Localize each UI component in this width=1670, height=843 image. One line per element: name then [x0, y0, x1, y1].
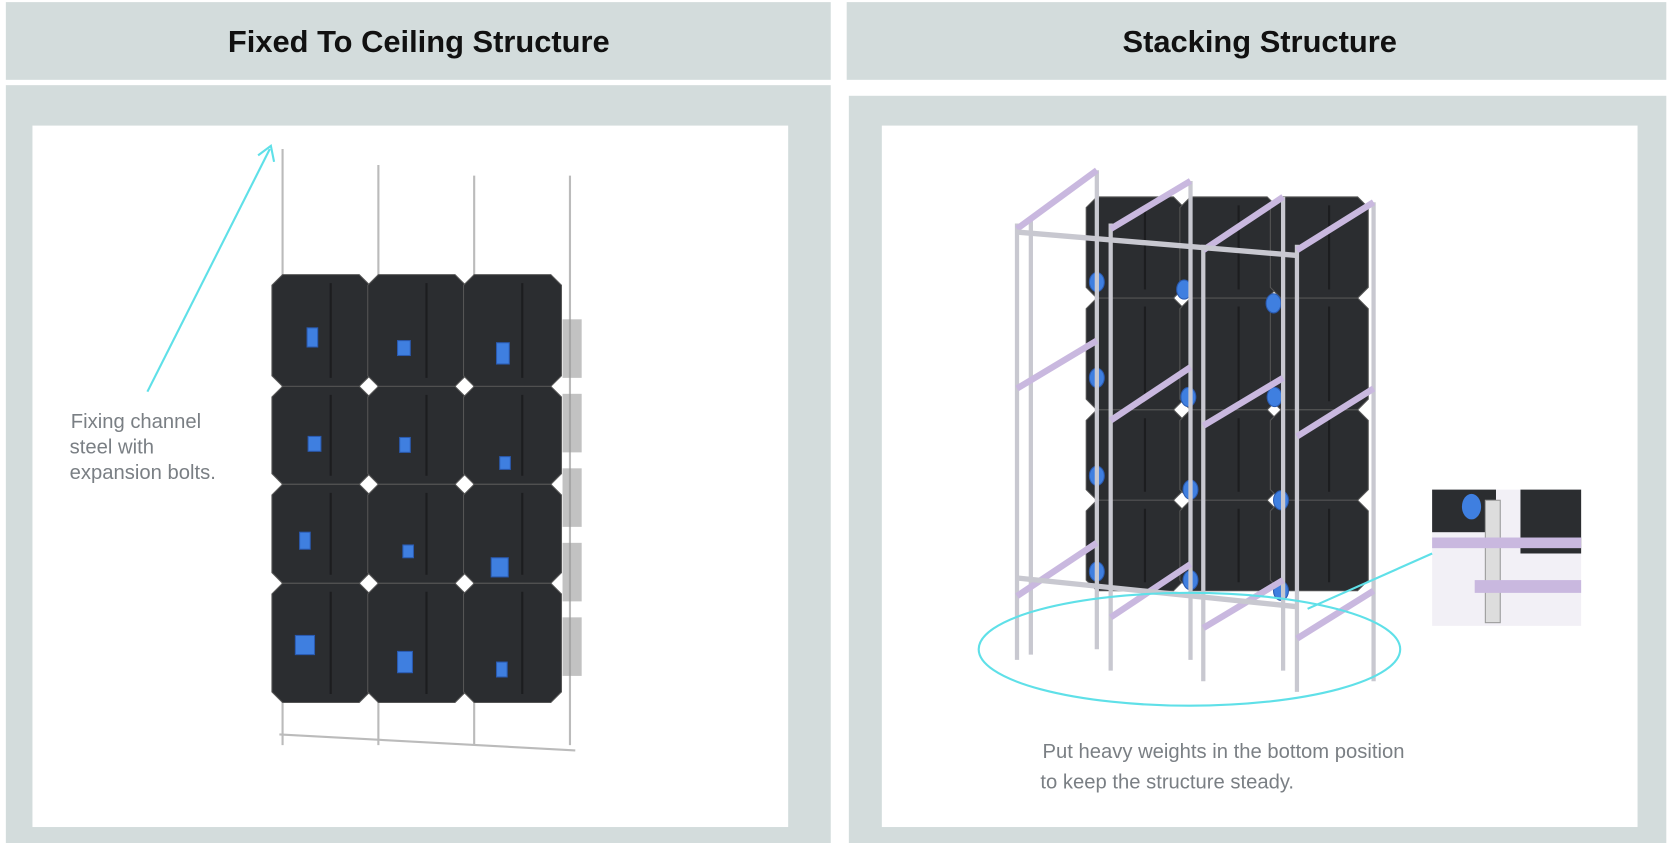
top-beam [1016, 229, 1298, 259]
led-cabinet [367, 483, 467, 584]
bolt-highlight [299, 531, 311, 550]
led-cabinet [367, 582, 467, 704]
led-cabinet [271, 385, 371, 485]
rear-bracket [562, 542, 582, 602]
bolt-highlight [495, 342, 510, 365]
ceiling-illustration [146, 143, 582, 752]
bolt-highlight [490, 557, 509, 578]
frame-crossbar [1201, 577, 1285, 631]
led-cabinet [462, 274, 562, 387]
led-cabinet [462, 483, 562, 584]
inset-bar [1432, 537, 1582, 549]
detail-inset [1432, 489, 1582, 626]
bolt-highlight [402, 544, 415, 559]
led-cabinet [1085, 409, 1185, 501]
bolt-highlight [499, 456, 511, 470]
bolt-highlight [307, 435, 322, 452]
led-cabinet [367, 274, 467, 387]
frame-crossbar [1201, 375, 1285, 429]
panel-header [5, 2, 831, 80]
panel-header [846, 2, 1667, 80]
frame-crossbar [1295, 588, 1376, 642]
frame-crossbar [1295, 385, 1376, 440]
frame-crossbar [1201, 194, 1285, 253]
led-cabinet [271, 274, 371, 387]
led-cabinet [1085, 297, 1185, 411]
rear-bracket [562, 319, 582, 378]
inset-bar [1474, 580, 1582, 593]
bolt-highlight [397, 340, 411, 357]
annotation-arrow [146, 148, 271, 393]
frame-crossbar [1295, 199, 1376, 253]
weight-highlight [1272, 490, 1289, 511]
bolt-highlight [495, 661, 508, 678]
led-cabinet [367, 385, 467, 485]
bottom-bar [279, 733, 576, 752]
caption: Fixing channel steel with expansion bolt… [70, 411, 216, 484]
weight-highlight [1266, 386, 1283, 408]
inset-weight [1461, 493, 1482, 520]
bottom-beam [1016, 575, 1298, 610]
frame-crossbar [1015, 540, 1099, 599]
panel-stacking: Stacking Structure Put heavy weights in … [846, 2, 1667, 843]
stacking-illustration [977, 167, 1582, 707]
panel-fixed-to-ceiling: Fixed To Ceiling Structure Fixing channe… [5, 2, 831, 843]
led-cabinet [462, 385, 562, 485]
panel-title: Stacking Structure [1123, 24, 1397, 59]
bolt-highlight [397, 650, 413, 674]
caption: Put heavy weights in the bottom position… [1040, 741, 1410, 794]
led-cabinet [271, 582, 371, 704]
bolt-highlight [399, 436, 411, 453]
inset-post [1484, 499, 1501, 624]
led-cabinet [462, 582, 562, 704]
rear-bracket [562, 393, 582, 453]
frame-crossbar [1109, 178, 1193, 232]
bolt-highlight [306, 327, 319, 348]
frame-crossbar [1015, 167, 1099, 232]
arrow-head [257, 143, 276, 162]
rear-bracket [562, 617, 582, 676]
bolt-highlight [294, 634, 316, 656]
annotation-arrow [1307, 552, 1433, 610]
led-cabinet [271, 483, 371, 584]
frame-crossbar [1015, 337, 1099, 392]
base-highlight-ellipse [977, 591, 1402, 707]
weight-highlight [1265, 293, 1282, 314]
frame-crossbar [1108, 364, 1193, 424]
panel-title: Fixed To Ceiling Structure [228, 24, 610, 59]
rear-bracket [562, 468, 582, 527]
